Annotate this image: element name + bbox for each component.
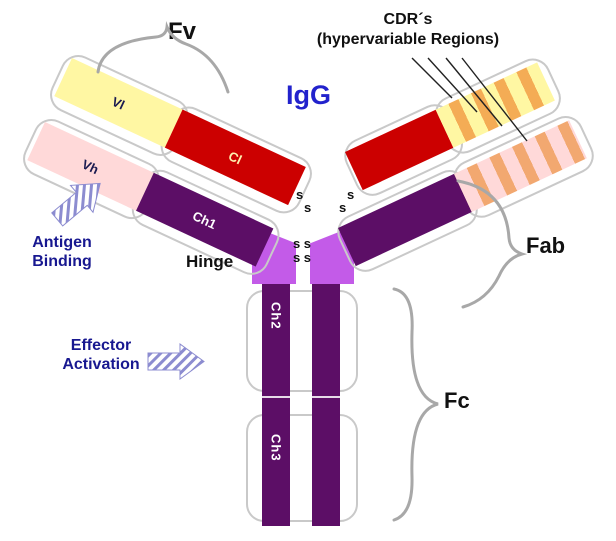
cl-domain-label: Cl — [226, 147, 245, 167]
antigen-binding-line1: Antigen — [32, 234, 92, 251]
disulfide-bond-right-1: s — [347, 187, 355, 202]
disulfide-bond-right-2: s — [339, 200, 347, 215]
cdr-title: CDR´s — [383, 11, 433, 28]
fc-bar-left: Ch2 Ch3 — [262, 282, 290, 526]
igg-title: IgG — [286, 80, 331, 110]
cdr-pointer-line-1 — [411, 57, 453, 99]
cdr-label: CDR´s (hypervariable Regions) — [292, 10, 524, 50]
fc-bar-right — [312, 282, 340, 526]
effector-activation-label: Effector Activation — [46, 336, 156, 374]
antigen-binding-line2: Binding — [32, 253, 92, 270]
fc-brace — [392, 287, 439, 522]
disulfide-bond-left-2: s — [304, 200, 312, 215]
ch3-domain-loop — [246, 414, 358, 522]
ch1-domain-label: Ch1 — [190, 207, 219, 232]
ch2-ch3-divider-right — [312, 396, 340, 398]
effector-activation-line1: Effector — [70, 337, 132, 354]
hinge-disulfide-row-2: s s — [292, 250, 312, 265]
effector-activation-arrow — [147, 343, 205, 380]
ch2-ch3-divider-left — [262, 396, 290, 398]
ch2-domain-loop — [246, 290, 358, 392]
disulfide-bond-left-1: s — [296, 187, 304, 202]
hinge-label: Hinge — [186, 252, 234, 271]
fab-region-label: Fab — [526, 233, 566, 258]
ch3-domain-label: Ch3 — [268, 434, 284, 462]
effector-activation-line2: Activation — [62, 356, 140, 373]
antigen-binding-label: Antigen Binding — [12, 233, 112, 271]
vl-domain-label: Vl — [109, 93, 128, 113]
vh-domain-label: Vh — [79, 156, 102, 177]
hinge-disulfide-row-1: s s — [292, 236, 312, 251]
cdr-subtitle: (hypervariable Regions) — [316, 31, 500, 48]
fv-region-label: Fv — [168, 18, 197, 45]
fc-region-label: Fc — [444, 388, 470, 413]
ch2-domain-label: Ch2 — [268, 302, 284, 330]
